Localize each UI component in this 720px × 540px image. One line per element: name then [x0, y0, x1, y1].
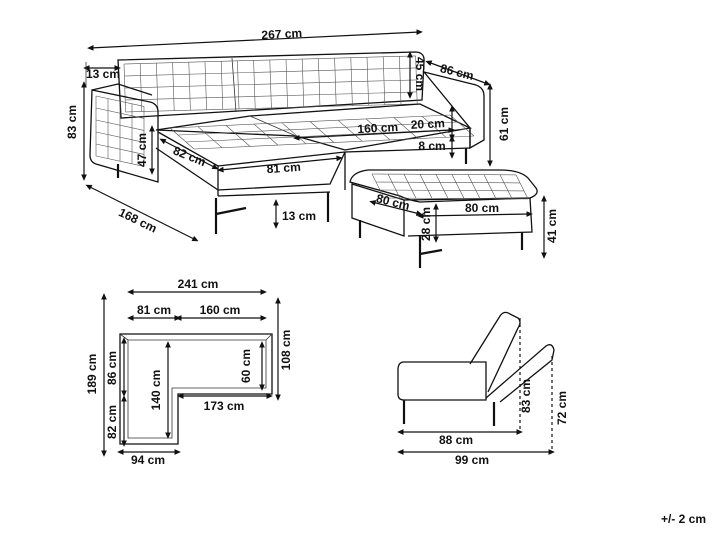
top-seat-length-label: 160 cm: [200, 303, 241, 317]
top-total-width-label: 241 cm: [178, 277, 219, 291]
armrest-width-label: 13 cm: [86, 67, 120, 81]
tolerance-note: +/- 2 cm: [660, 512, 706, 526]
overall-height-label: 83 cm: [65, 105, 79, 139]
total-depth-label: 168 cm: [116, 205, 159, 235]
ottoman-depth-label: 80 cm: [375, 191, 411, 213]
total-width-label: 267 cm: [261, 26, 302, 42]
backrest-height-label: 45 cm: [413, 57, 427, 91]
chaise-width-label: 82 cm: [171, 143, 208, 169]
side-seat-depth-label: 88 cm: [439, 433, 473, 447]
side-view-drawing: 88 cm 99 cm 83 cm 72 cm: [397, 311, 569, 467]
seat-length-label: 160 cm: [357, 120, 398, 136]
leg-clearance-label: 8 cm: [418, 139, 445, 153]
ottoman-drawing: [349, 169, 538, 268]
top-chaise-width-label: 81 cm: [137, 303, 171, 317]
ottoman-height-label: 41 cm: [545, 209, 559, 243]
top-right-depth-label: 108 cm: [279, 330, 293, 371]
leg-height-label: 13 cm: [282, 209, 316, 223]
back-height-label: 61 cm: [497, 107, 511, 141]
ottoman-width-label: 80 cm: [465, 201, 499, 215]
perspective-dimensions: 267 cm 13 cm 83 cm 168 cm 45 cm 86 cm 61…: [65, 26, 559, 259]
side-reclined-height-label: 83 cm: [519, 379, 533, 413]
side-total-depth-label: 99 cm: [455, 453, 489, 467]
top-total-depth-label: 189 cm: [85, 354, 99, 395]
top-chaise-depth-label: 82 cm: [105, 405, 119, 439]
side-height-label: 72 cm: [555, 391, 569, 425]
top-bottom-length-label: 173 cm: [204, 399, 245, 413]
top-right-seat-label: 60 cm: [239, 349, 253, 383]
top-seat-depth-label: 140 cm: [149, 370, 163, 411]
top-left-depth-label: 86 cm: [105, 351, 119, 385]
top-bottom-width-label: 94 cm: [131, 453, 165, 467]
chaise-inner-height-label: 47 cm: [135, 133, 149, 167]
chaise-length-label: 81 cm: [266, 160, 301, 176]
seat-cushion-label: 20 cm: [410, 116, 445, 132]
top-view-drawing: 241 cm 81 cm 160 cm 189 cm 86 cm 82 cm 1…: [85, 277, 293, 467]
ottoman-top-label: 28 cm: [419, 207, 433, 241]
